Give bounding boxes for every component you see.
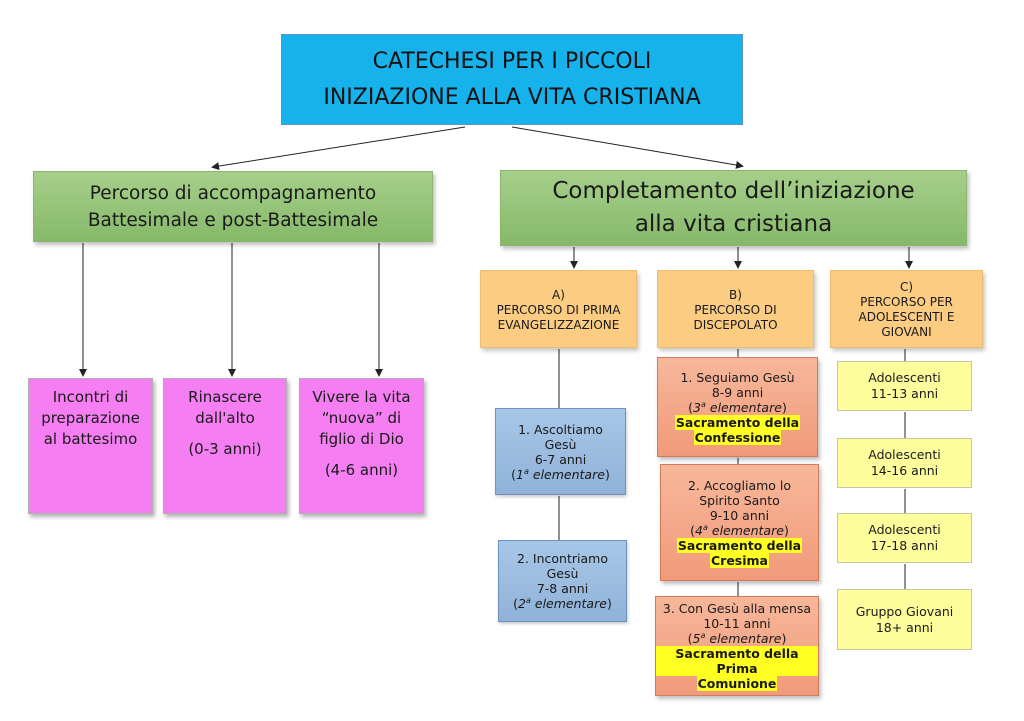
- branch-right-box: Completamento dell’iniziazione alla vita…: [500, 170, 967, 246]
- step-line: 2. Incontriamo: [517, 551, 608, 566]
- item-line: dall'alto: [195, 409, 255, 427]
- step-age: 17-18 anni: [870, 538, 939, 553]
- sacrament-name: Comunione: [696, 676, 778, 691]
- path-line: GIOVANI: [881, 325, 932, 339]
- step-line: Spirito Santo: [699, 492, 780, 508]
- path-line: DISCEPOLATO: [693, 317, 778, 332]
- sacrament-name: Cresima: [709, 552, 769, 568]
- step-line: Adolescenti: [868, 522, 941, 537]
- path-c-step-1: Adolescenti 11-13 anni: [837, 361, 972, 411]
- branch-right-line1: Completamento dell’iniziazione: [552, 178, 915, 204]
- path-b-step-2: 2. Accogliamo lo Spirito Santo 9-10 anni…: [660, 464, 819, 581]
- step-age: 7-8 anni: [536, 581, 589, 596]
- path-c-header: C) PERCORSO PER ADOLESCENTI E GIOVANI: [830, 270, 983, 348]
- left-item-baptism: Incontri di preparazione al battesimo: [28, 378, 153, 514]
- step-line: Adolescenti: [868, 447, 941, 462]
- item-age: (4-6 anni): [324, 461, 399, 479]
- path-line: PERCORSO DI: [694, 302, 777, 317]
- step-grade: (2a elementare): [513, 595, 612, 611]
- left-item-new-life: Vivere la vita “nuova” di figlio di Dio …: [299, 378, 424, 514]
- step-line: 1. Ascoltiamo: [518, 421, 603, 437]
- step-grade: (3a elementare): [688, 399, 787, 415]
- path-b-step-3: 3. Con Gesù alla mensa 10-11 anni (5a el…: [655, 596, 819, 696]
- step-line: 2. Accogliamo lo: [687, 477, 792, 493]
- step-line: 3. Con Gesù alla mensa: [662, 601, 812, 616]
- path-a-step-2: 2. Incontriamo Gesù 7-8 anni (2a element…: [498, 540, 627, 622]
- step-line: Adolescenti: [868, 370, 941, 385]
- sacrament-label: Sacramento della: [676, 537, 803, 553]
- step-line: Gesù: [546, 566, 579, 581]
- path-a-header: A) PERCORSO DI PRIMA EVANGELIZZAZIONE: [480, 270, 637, 348]
- main-title-box: CATECHESI PER I PICCOLI INIZIAZIONE ALLA…: [281, 34, 743, 125]
- step-age: 11-13 anni: [870, 386, 939, 401]
- step-age: 9-10 anni: [709, 507, 770, 523]
- step-age: 14-16 anni: [870, 463, 939, 478]
- step-age: 10-11 anni: [703, 616, 771, 631]
- path-c-step-3: Adolescenti 17-18 anni: [837, 513, 972, 563]
- step-age: 18+ anni: [875, 619, 934, 635]
- step-line: 1. Seguiamo Gesù: [680, 369, 795, 385]
- item-line: Incontri di: [52, 388, 129, 406]
- branch-left-line2: Battesimale e post-Battesimale: [87, 209, 379, 231]
- branch-left-box: Percorso di accompagnamento Battesimale …: [33, 171, 433, 242]
- title-line2: INIZIAZIONE ALLA VITA CRISTIANA: [323, 84, 701, 110]
- step-line: Gesù: [544, 436, 577, 452]
- step-grade: (5a elementare): [687, 630, 787, 646]
- step-line: Gruppo Giovani: [855, 603, 954, 619]
- item-line: Rinascere: [188, 388, 262, 406]
- path-b-header: B) PERCORSO DI DISCEPOLATO: [657, 270, 814, 348]
- path-c-step-2: Adolescenti 14-16 anni: [837, 438, 972, 488]
- step-age: 6-7 anni: [534, 451, 587, 467]
- sacrament-name: Confessione: [693, 429, 782, 445]
- path-line: ADOLESCENTI E: [858, 310, 955, 324]
- path-letter: A): [552, 287, 565, 302]
- sacrament-label: Sacramento della Prima: [656, 646, 818, 676]
- item-line: preparazione: [41, 409, 140, 427]
- path-a-step-1: 1. Ascoltiamo Gesù 6-7 anni (1a elementa…: [495, 408, 626, 495]
- path-line: PERCORSO DI PRIMA: [496, 302, 621, 317]
- path-line: EVANGELIZZAZIONE: [497, 317, 620, 332]
- item-age: (0-3 anni): [188, 440, 262, 458]
- item-line: Vivere la vita: [312, 388, 411, 406]
- path-c-step-4: Gruppo Giovani 18+ anni: [837, 589, 972, 650]
- step-grade: (4a elementare): [690, 522, 789, 538]
- path-line: PERCORSO PER: [860, 295, 953, 309]
- item-line: al battesimo: [43, 430, 138, 448]
- item-line: figlio di Dio: [319, 430, 404, 448]
- step-age: 8-9 anni: [711, 384, 764, 400]
- path-b-step-1: 1. Seguiamo Gesù 8-9 anni (3a elementare…: [657, 357, 818, 457]
- sacrament-label: Sacramento della: [674, 414, 801, 430]
- left-item-rebirth: Rinascere dall'alto (0-3 anni): [163, 378, 287, 514]
- branch-right-line2: alla vita cristiana: [634, 211, 833, 237]
- path-letter: B): [729, 287, 742, 302]
- step-grade: (1a elementare): [511, 466, 610, 482]
- path-letter: C): [899, 280, 914, 294]
- branch-left-line1: Percorso di accompagnamento: [89, 182, 377, 204]
- title-line1: CATECHESI PER I PICCOLI: [372, 48, 652, 74]
- item-line: “nuova” di: [321, 409, 402, 427]
